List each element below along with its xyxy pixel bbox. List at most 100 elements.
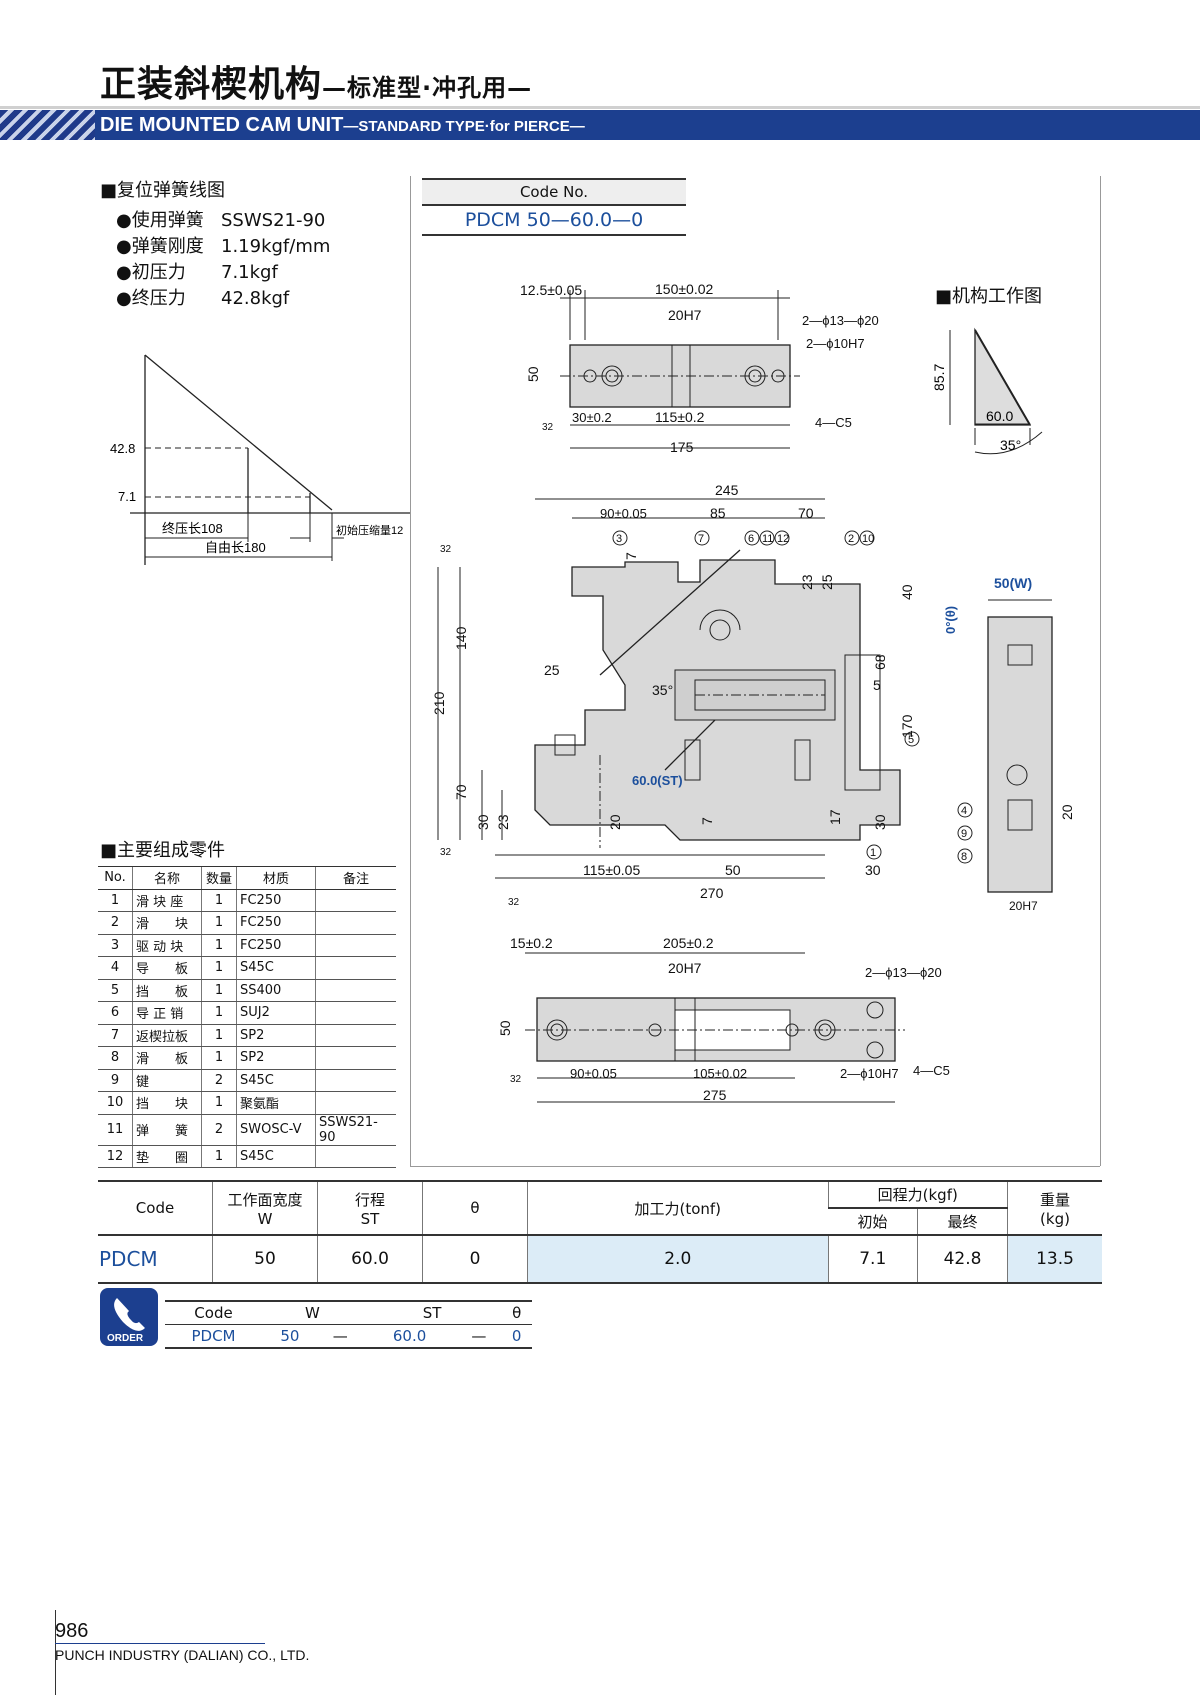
svg-text:245: 245 <box>715 482 739 498</box>
svg-text:32: 32 <box>542 422 554 433</box>
svg-text:68: 68 <box>872 654 888 670</box>
svg-text:4: 4 <box>961 805 967 817</box>
svg-text:35°: 35° <box>652 682 673 698</box>
svg-text:2—ϕ10H7: 2—ϕ10H7 <box>806 336 865 351</box>
parts-section-title: ■主要组成零件 <box>100 840 226 861</box>
svg-text:2: 2 <box>848 533 854 545</box>
svg-text:140: 140 <box>453 626 469 650</box>
svg-text:205±0.2: 205±0.2 <box>663 935 714 951</box>
svg-text:32: 32 <box>440 544 452 555</box>
svg-text:70: 70 <box>453 784 469 800</box>
side-view: 50(W) 20 20H7 4 9 8 <box>957 575 1075 913</box>
footer-rule <box>55 1643 265 1644</box>
banner-stripes <box>0 110 100 140</box>
svg-text:3: 3 <box>616 533 622 545</box>
svg-text:10: 10 <box>862 533 874 545</box>
svg-text:115±0.2: 115±0.2 <box>655 409 705 425</box>
svg-text:7: 7 <box>623 552 639 560</box>
svg-text:20: 20 <box>1059 804 1075 820</box>
graph-y-final: 42.8 <box>110 441 135 456</box>
page-number: 986 <box>55 1620 89 1642</box>
company-name: PUNCH INDUSTRY (DALIAN) CO., LTD. <box>55 1647 310 1663</box>
svg-text:15±0.2: 15±0.2 <box>510 935 553 951</box>
svg-text:9: 9 <box>961 828 967 840</box>
spring-section-title: ■复位弹簧线图 <box>100 180 226 201</box>
svg-text:2—ϕ10H7: 2—ϕ10H7 <box>840 1066 899 1081</box>
svg-text:32: 32 <box>508 897 520 908</box>
svg-text:2—ϕ13—ϕ20: 2—ϕ13—ϕ20 <box>865 965 942 980</box>
parts-header-row: No. 名称 数量 材质 备注 <box>98 866 396 890</box>
svg-text:90±0.05: 90±0.05 <box>600 506 647 521</box>
svg-text:32: 32 <box>440 847 452 858</box>
bottom-view: 15±0.2 205±0.2 20H7 2—ϕ13—ϕ20 50 90±0.05… <box>497 935 950 1103</box>
code-no-value: PDCM 50—60.0—0 <box>422 206 686 236</box>
svg-text:32: 32 <box>510 1074 522 1085</box>
svg-text:25: 25 <box>544 662 560 678</box>
graph-y-init: 7.1 <box>118 489 136 504</box>
svg-text:50(W): 50(W) <box>994 575 1032 591</box>
svg-text:20H7: 20H7 <box>668 960 702 976</box>
top-view: 12.5±0.05 150±0.02 20H7 2—ϕ13—ϕ20 2—ϕ10H… <box>520 281 879 455</box>
svg-text:4—C5: 4—C5 <box>815 415 852 430</box>
graph-init-compression: 初始压缩量12 <box>336 523 403 537</box>
svg-text:35°: 35° <box>1000 437 1021 453</box>
svg-text:210: 210 <box>431 691 447 715</box>
svg-text:50: 50 <box>525 366 541 382</box>
svg-text:30: 30 <box>872 814 888 830</box>
cam-unit-drawing: 12.5±0.05 150±0.02 20H7 2—ϕ13—ϕ20 2—ϕ10H… <box>431 281 1075 1103</box>
svg-text:175: 175 <box>670 439 694 455</box>
spec-row: PDCM 50 60.0 0 2.0 7.1 42.8 13.5 <box>98 1235 1102 1284</box>
order-table: Code W ST θ PDCM 50 — 60.0 — 0 <box>165 1300 532 1349</box>
divider-left <box>410 176 411 1166</box>
svg-text:11: 11 <box>762 533 773 545</box>
front-view: 245 90±0.05 85 70 210 140 70 30 23 25 35… <box>431 482 958 908</box>
svg-text:50: 50 <box>725 862 741 878</box>
divider-bottom <box>410 1166 1100 1167</box>
svg-text:23: 23 <box>495 814 511 830</box>
spring-graph: 42.8 7.1 终压长108 自由长180 初始压缩量12 <box>110 354 410 565</box>
svg-text:ORDER: ORDER <box>107 1333 144 1344</box>
svg-text:12: 12 <box>777 533 789 545</box>
title-banner: DIE MOUNTED CAM UNIT—STANDARD TYPE·for P… <box>0 106 1200 140</box>
svg-text:85.7: 85.7 <box>931 364 947 391</box>
svg-text:5: 5 <box>873 677 881 693</box>
svg-text:23: 23 <box>799 574 815 590</box>
svg-text:40: 40 <box>899 584 915 600</box>
svg-text:7: 7 <box>698 533 704 545</box>
order-badge: ORDER <box>100 1288 158 1346</box>
footer-line <box>55 1610 56 1695</box>
svg-text:5: 5 <box>908 734 914 746</box>
svg-text:105±0.02: 105±0.02 <box>693 1066 747 1081</box>
divider-right <box>1100 176 1101 1166</box>
english-title: DIE MOUNTED CAM UNIT—STANDARD TYPE·for P… <box>100 114 585 136</box>
svg-text:60.0: 60.0 <box>986 408 1013 424</box>
svg-text:20H7: 20H7 <box>1009 899 1038 913</box>
phone-icon: ORDER <box>107 1298 145 1344</box>
page-title: 正装斜楔机构—标准型·冲孔用— <box>100 64 533 105</box>
svg-text:4—C5: 4—C5 <box>913 1063 950 1078</box>
svg-text:0°(θ): 0°(θ) <box>943 606 958 634</box>
svg-text:90±0.05: 90±0.05 <box>570 1066 617 1081</box>
svg-text:20H7: 20H7 <box>668 307 702 323</box>
mech-diagram: 85.7 60.0 35° <box>931 327 1043 455</box>
svg-text:30±0.2: 30±0.2 <box>572 410 612 425</box>
svg-text:12.5±0.05: 12.5±0.05 <box>520 282 582 298</box>
graph-free-length: 自由长180 <box>205 540 266 555</box>
svg-text:60.0(ST): 60.0(ST) <box>632 773 683 788</box>
svg-text:85: 85 <box>710 505 726 521</box>
svg-text:8: 8 <box>961 851 967 863</box>
svg-text:7: 7 <box>699 817 715 825</box>
